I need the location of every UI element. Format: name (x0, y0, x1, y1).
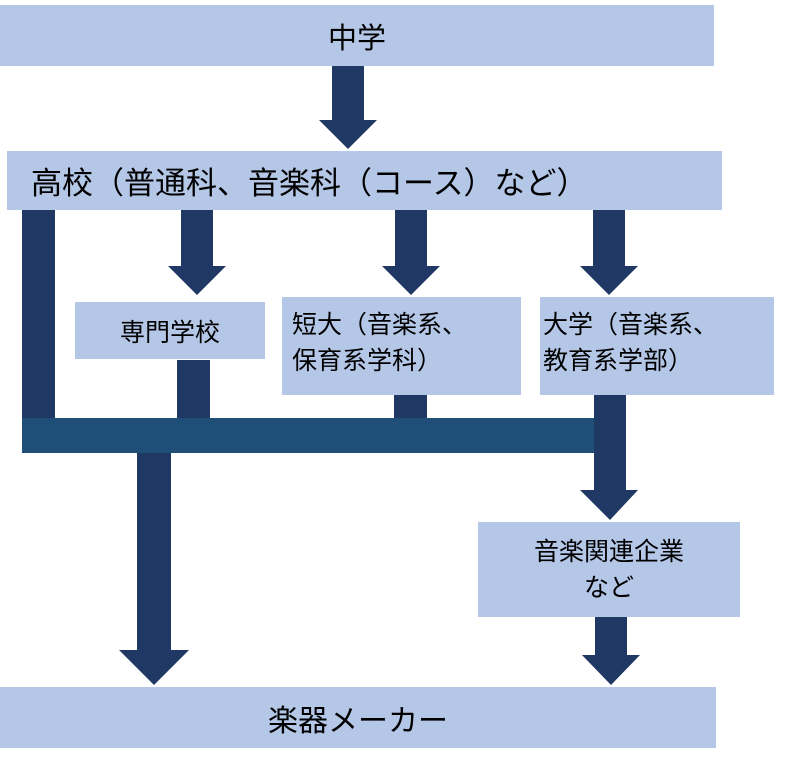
arrow-university-to-companies (580, 395, 638, 520)
node-music-companies-line2: など (583, 572, 634, 602)
node-junior-college-line2: 保育系学科） (292, 346, 443, 375)
connector-horizontal (22, 418, 595, 453)
node-instrument-maker: 楽器メーカー (0, 687, 716, 748)
node-university: 大学（音楽系、 教育系学部） (540, 297, 774, 395)
arrow-high-to-university (580, 210, 638, 295)
node-vocational-school: 専門学校 (75, 302, 265, 359)
node-junior-college-line1: 短大（音楽系、 (292, 310, 468, 339)
arrow-middle-to-high (319, 66, 377, 149)
node-music-companies-line1: 音楽関連企業 (533, 536, 684, 566)
node-university-line1: 大学（音楽系、 (543, 310, 719, 339)
arrow-companies-to-maker (582, 617, 640, 685)
node-high-school: 高校（普通科、音楽科（コース）など） (7, 151, 722, 210)
arrow-connector-to-maker (119, 453, 189, 685)
node-high-school-label: 高校（普通科、音楽科（コース）など） (31, 166, 588, 202)
node-vocational-school-label: 専門学校 (119, 317, 220, 347)
arrow-high-to-vocational (168, 210, 226, 295)
node-middle-school: 中学 (0, 5, 714, 66)
node-instrument-maker-label: 楽器メーカー (268, 703, 448, 739)
arrow-high-to-junior-college (382, 210, 440, 295)
node-music-companies: 音楽関連企業 など (478, 522, 740, 617)
node-middle-school-label: 中学 (327, 20, 386, 55)
node-junior-college: 短大（音楽系、 保育系学科） (282, 297, 521, 395)
connector-high-left (22, 210, 55, 436)
node-university-line2: 教育系学部） (543, 346, 694, 375)
connector-vocational (177, 360, 210, 420)
